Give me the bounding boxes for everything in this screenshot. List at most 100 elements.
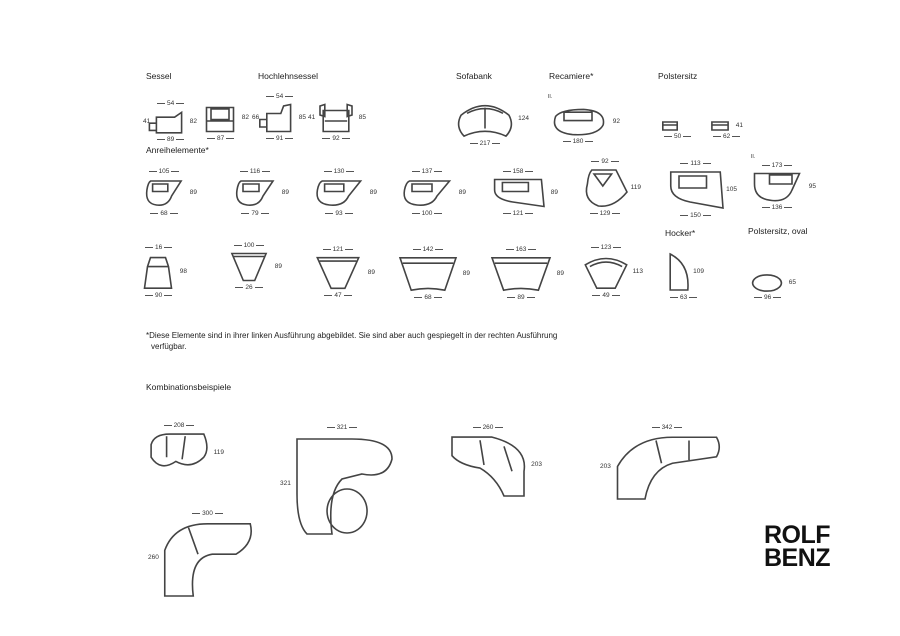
combination-drawing: 321 321 — [280, 424, 392, 534]
furniture-outline — [455, 100, 515, 138]
furniture-outline — [662, 121, 678, 131]
dimension-right: 109 — [693, 268, 704, 275]
dimension-top: 300 — [160, 510, 255, 518]
dimension-bottom: 68 — [145, 210, 183, 218]
furniture-outline — [448, 434, 528, 496]
furniture-outline — [145, 178, 183, 208]
dimension-top: 142 — [400, 246, 456, 254]
dimension-bottom: 47 — [315, 292, 361, 300]
dimension-top: 100 — [230, 242, 268, 250]
dimension-top: 92 — [583, 158, 627, 166]
dimension-top: 116 — [235, 168, 275, 176]
dimension-top: 208 — [148, 422, 210, 430]
dimension-right: 89 — [274, 263, 282, 270]
dimension-top: 137 — [402, 168, 452, 176]
dimension-left: 203 — [600, 462, 611, 470]
dimension-bottom: 136 — [752, 204, 802, 212]
dimension-right: 203 — [531, 461, 542, 468]
furniture-outline — [315, 256, 361, 290]
dimension-right: 119 — [213, 449, 224, 456]
dimension-top: 342 — [612, 424, 722, 432]
dimension-left: 321 — [280, 480, 291, 487]
dimension-bottom: 217 — [455, 140, 515, 148]
furniture-outline — [550, 108, 606, 136]
dimension-bottom: 26 — [230, 284, 268, 292]
logo-line-1: ROLF — [764, 521, 831, 549]
dimension-right: 89 — [367, 269, 375, 276]
dimension-right: 89 — [458, 189, 466, 196]
element-drawing: 92 85 41 — [308, 103, 366, 142]
dimension-top: 321 — [292, 424, 392, 432]
heading-recamiere: Recamiere* — [549, 71, 594, 81]
element-drawing: 121 47 89 — [315, 246, 375, 299]
element-drawing: 158 121 89 — [492, 168, 558, 217]
element-drawing: 63 109 — [668, 252, 704, 301]
dimension-bottom: 121 — [492, 210, 544, 218]
dimension-top: 173 — [752, 162, 802, 170]
dimension-bottom: 100 — [402, 210, 452, 218]
element-drawing: 100 26 89 — [230, 242, 282, 291]
dimension-bottom: 49 — [583, 292, 629, 300]
element-drawing: 50 — [662, 121, 681, 140]
dimension-left: 66 — [252, 114, 260, 121]
dimension-top: 158 — [492, 168, 544, 176]
dimension-left: 41 — [308, 114, 316, 121]
dimension-top: 54 — [155, 100, 183, 108]
element-drawing: 180 92 — [550, 108, 620, 145]
mark-anreihe-end: II. — [751, 154, 756, 160]
combination-drawing: 342 203 — [600, 424, 722, 499]
furniture-outline — [235, 178, 275, 208]
furniture-outline — [612, 434, 722, 499]
furniture-outline — [752, 172, 802, 202]
dimension-bottom: 96 — [752, 294, 782, 302]
furniture-outline — [583, 254, 629, 290]
dimension-right: 89 — [281, 189, 289, 196]
dimension-bottom: 150 — [668, 212, 723, 220]
dimension-bottom: 180 — [550, 138, 606, 146]
dimension-top: 54 — [264, 93, 292, 101]
dimension-bottom: 89 — [155, 136, 183, 144]
dimension-right: 41 — [735, 122, 743, 129]
dimension-bottom: 62 — [711, 133, 730, 141]
furniture-outline — [148, 432, 210, 474]
heading-polstersitz: Polstersitz — [658, 71, 698, 81]
element-drawing: 137 100 89 — [402, 168, 466, 217]
furniture-outline — [315, 178, 363, 208]
dimension-right: 65 — [788, 279, 796, 286]
dimension-right: 113 — [632, 268, 643, 275]
dimension-bottom: 68 — [400, 294, 456, 302]
dimension-bottom: 63 — [668, 294, 690, 302]
dimension-top: 130 — [315, 168, 363, 176]
dimension-right: 98 — [179, 268, 187, 275]
heading-sofabank: Sofabank — [456, 71, 492, 81]
dimension-top: 163 — [492, 246, 550, 254]
dimension-top: 260 — [448, 424, 528, 432]
footnote: *Diese Elemente sind in ihrer linken Aus… — [146, 330, 626, 352]
dimension-bottom: 129 — [583, 210, 627, 218]
furniture-outline — [711, 121, 729, 131]
dimension-top: 113 — [668, 160, 723, 168]
dimension-right: 82 — [241, 114, 249, 121]
dimension-bottom: 92 — [320, 135, 352, 143]
dimension-top: 105 — [145, 168, 183, 176]
dimension-right: 105 — [726, 186, 737, 193]
furniture-outline — [205, 103, 235, 133]
dimension-right: 89 — [550, 189, 558, 196]
dimension-right: 85 — [358, 114, 366, 121]
dimension-right: 92 — [612, 118, 620, 125]
furniture-outline — [160, 520, 255, 596]
dimension-top: 121 — [315, 246, 361, 254]
combination-drawing: 260 203 — [448, 424, 542, 496]
element-drawing: 217 124 — [455, 100, 529, 147]
dimension-top: 16 — [143, 244, 173, 252]
combination-drawing: 208 119 — [148, 422, 224, 474]
dimension-right: 124 — [518, 115, 529, 122]
